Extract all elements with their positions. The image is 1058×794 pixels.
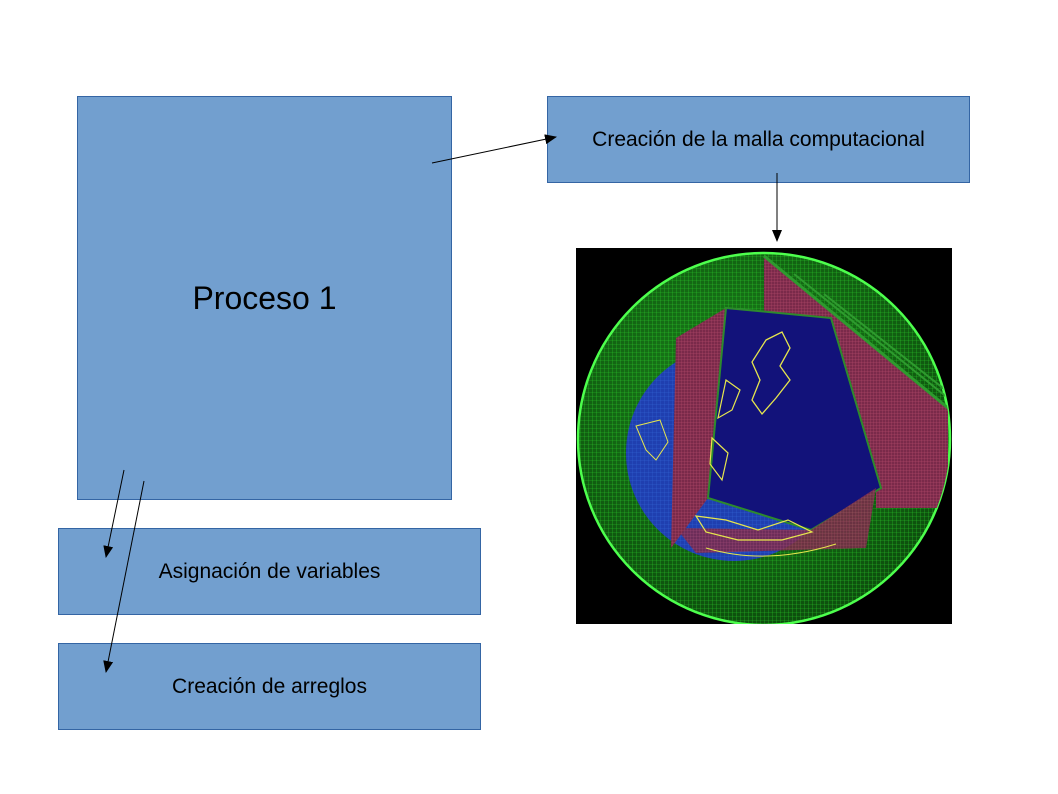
mesh-creation-box: Creación de la malla computacional bbox=[547, 96, 970, 183]
process-title: Proceso 1 bbox=[192, 279, 337, 316]
array-creation-box: Creación de arreglos bbox=[58, 643, 481, 730]
mesh-creation-label: Creación de la malla computacional bbox=[592, 127, 925, 151]
variable-assignment-box: Asignación de variables bbox=[58, 528, 481, 615]
globe-mesh-image bbox=[576, 248, 952, 624]
variable-assignment-label: Asignación de variables bbox=[158, 559, 381, 583]
process-box: Proceso 1 bbox=[77, 96, 452, 500]
array-creation-label: Creación de arreglos bbox=[172, 674, 367, 698]
